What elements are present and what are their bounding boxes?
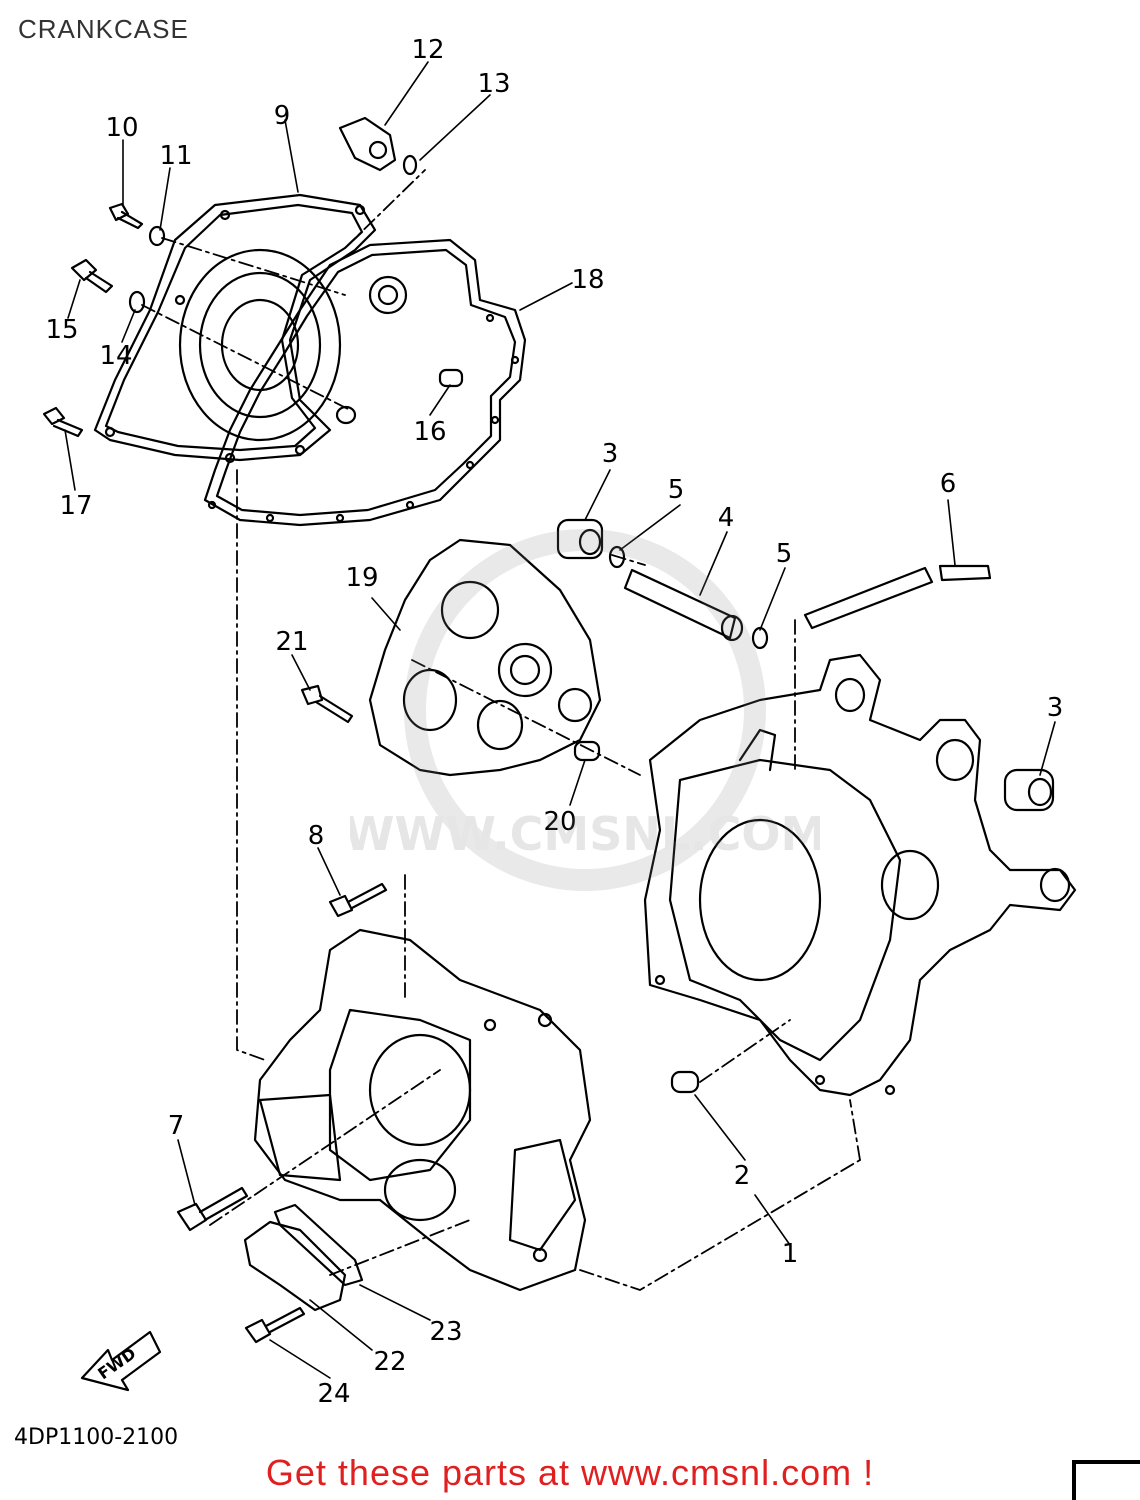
- callout-9: 9: [274, 101, 291, 131]
- o-ring-13: [402, 154, 418, 176]
- bolt-17: [42, 406, 84, 438]
- callout-6: 6: [940, 469, 957, 499]
- assembly-lines: [141, 169, 861, 1291]
- cover-22: [243, 1220, 347, 1312]
- callout-17: 17: [59, 491, 92, 521]
- callout-11: 11: [159, 141, 192, 171]
- callout-3-top: 3: [602, 439, 619, 469]
- crankcase-left: [253, 928, 592, 1292]
- collar-3-top: [556, 518, 604, 560]
- callout-20: 20: [543, 807, 576, 837]
- svg-text:WWW.CMSNL.COM: WWW.CMSNL.COM: [350, 807, 820, 861]
- callout-22: 22: [373, 1347, 406, 1377]
- diagram-code: 4DP1100-2100: [14, 1425, 179, 1450]
- callout-16: 16: [413, 417, 446, 447]
- callout-15: 15: [45, 315, 78, 345]
- fwd-arrow-icon: [80, 1330, 162, 1392]
- cmsnl-watermark: WWW.CMSNL.COM: [350, 529, 820, 891]
- crankcase-cover-9: [93, 193, 377, 464]
- dowel-20: [573, 740, 601, 762]
- hose-6: [803, 564, 992, 630]
- bolt-10: [108, 202, 144, 230]
- callout-14: 14: [99, 341, 132, 371]
- callout-10: 10: [105, 113, 138, 143]
- footer-link-text[interactable]: Get these parts at www.cmsnl.com !: [265, 1452, 875, 1493]
- washer-11: [148, 225, 166, 247]
- callout-8: 8: [308, 821, 325, 851]
- callout-5-right: 5: [776, 539, 793, 569]
- callout-7: 7: [168, 1111, 185, 1141]
- callout-labels: 12 13 10 9 11 18 15 14 16 17 3 5 6 4 5 1…: [45, 35, 1063, 1409]
- o-ring-5-left: [608, 545, 626, 569]
- diagram-title: CRANKCASE: [18, 14, 189, 44]
- fwd-label: FWD: [94, 1344, 139, 1384]
- callout-5-left: 5: [668, 475, 685, 505]
- sensor-12: [338, 116, 397, 172]
- pipe-4: [623, 568, 744, 642]
- dowel-2: [670, 1070, 700, 1094]
- callout-12: 12: [411, 35, 444, 65]
- gasket-18: [203, 238, 527, 527]
- collar-3-right: [1003, 768, 1055, 812]
- callout-18: 18: [571, 265, 604, 295]
- washer-14: [128, 290, 146, 314]
- callout-19: 19: [345, 563, 378, 593]
- screw-24: [244, 1306, 306, 1344]
- corner-mark: [1072, 1460, 1140, 1500]
- callout-23: 23: [429, 1317, 462, 1347]
- callout-1: 1: [782, 1239, 799, 1269]
- callout-21: 21: [275, 627, 308, 657]
- bolt-15: [70, 258, 114, 294]
- bolt-8: [328, 882, 388, 918]
- callout-24: 24: [317, 1379, 350, 1409]
- leader-lines: [64, 61, 1056, 1379]
- callout-4: 4: [718, 503, 735, 533]
- callout-13: 13: [477, 69, 510, 99]
- callout-2: 2: [734, 1161, 751, 1191]
- gasket-23: [273, 1203, 364, 1287]
- bolt-7: [176, 1186, 249, 1232]
- bolt-21: [300, 684, 354, 724]
- callout-3-right: 3: [1047, 693, 1064, 723]
- dowel-16: [438, 368, 464, 388]
